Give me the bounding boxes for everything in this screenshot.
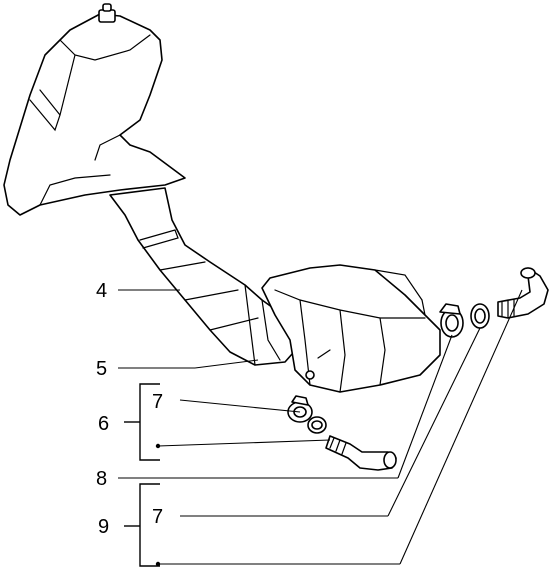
clamp-right: [439, 303, 464, 338]
bracket-6: [124, 383, 160, 461]
oil-tank: [3, 3, 186, 216]
leader-lines: [118, 289, 523, 565]
elbow-fitting: [325, 435, 397, 471]
o-ring-right: [470, 303, 490, 329]
o-ring-bottom: [307, 416, 327, 434]
funnel-duct: [109, 187, 301, 366]
elbow-fitting-right: [497, 267, 549, 319]
callout-4: 4: [96, 280, 107, 302]
leader-dot: [155, 443, 161, 449]
callout-6: 6: [98, 413, 109, 435]
callout-8: 8: [96, 468, 107, 490]
callout-7-bottom: 7: [152, 506, 163, 528]
leader-dot: [155, 561, 161, 567]
callout-9: 9: [98, 516, 109, 538]
callout-5: 5: [96, 358, 107, 380]
callout-7-top: 7: [152, 391, 163, 413]
clamp-bottom: [287, 395, 313, 423]
reservoir: [261, 264, 441, 393]
bracket-9: [124, 483, 160, 567]
